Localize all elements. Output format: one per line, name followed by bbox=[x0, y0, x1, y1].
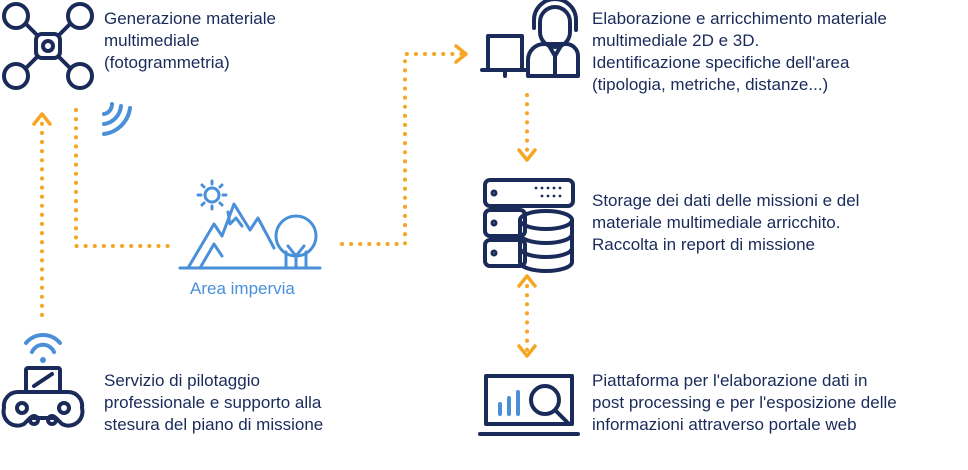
arrowhead-up-storage bbox=[517, 274, 537, 288]
storage-led-dots bbox=[534, 186, 562, 198]
pilot-description-line: stesura del piano di missione bbox=[104, 415, 324, 434]
remote-controller-icon bbox=[1, 366, 85, 428]
drone-icon bbox=[2, 2, 94, 90]
pilot-signal-dot bbox=[40, 357, 46, 363]
database-storage-icon bbox=[483, 178, 575, 273]
analytics-platform-icon bbox=[478, 374, 580, 436]
drone-description-line: multimediale bbox=[104, 31, 200, 50]
platform-description: Piattaforma per l'elaborazione dati in p… bbox=[592, 370, 897, 436]
mountain-area-icon bbox=[178, 179, 322, 270]
platform-description-line: informazioni attraverso portale web bbox=[592, 415, 857, 434]
pilot-description-line: Servizio di pilotaggio bbox=[104, 371, 260, 390]
platform-description-line: Piattaforma per l'elaborazione dati in bbox=[592, 371, 868, 390]
operator-icon bbox=[480, 0, 580, 78]
storage-description-line: Raccolta in report di missione bbox=[592, 235, 815, 254]
drone-description-line: Generazione materiale bbox=[104, 9, 276, 28]
drone-description: Generazione materiale multimediale (foto… bbox=[104, 8, 276, 74]
operator-description-line: multimediale 2D e 3D. bbox=[592, 31, 760, 50]
storage-description: Storage dei dati delle missioni e del ma… bbox=[592, 190, 859, 256]
area-label: Area impervia bbox=[190, 279, 295, 298]
operator-description: Elaborazione e arricchimento materiale m… bbox=[592, 8, 887, 96]
arrowhead-down-storage bbox=[517, 148, 537, 162]
pilot-description-line: professionale e supporto alla bbox=[104, 393, 322, 412]
operator-description-line: Elaborazione e arricchimento materiale bbox=[592, 9, 887, 28]
arrowhead-down-platform bbox=[517, 344, 537, 358]
arrowhead-right-operator bbox=[454, 44, 468, 64]
storage-description-line: Storage dei dati delle missioni e del bbox=[592, 191, 860, 210]
operator-description-line: Identificazione specifiche dell'area bbox=[592, 53, 850, 72]
pilot-description: Servizio di pilotaggio professionale e s… bbox=[104, 370, 323, 436]
operator-description-line: (tipologia, metriche, distanze...) bbox=[592, 75, 829, 94]
pilot-signal-icon bbox=[24, 332, 62, 354]
drone-signal-icon bbox=[102, 102, 132, 136]
connector-drone-to-area bbox=[74, 108, 172, 248]
platform-description-line: post processing e per l'esposizione dell… bbox=[592, 393, 897, 412]
storage-description-line: materiale multimediale arricchito. bbox=[592, 213, 841, 232]
arrowhead-up-drone bbox=[32, 112, 52, 126]
connector-area-to-operator bbox=[340, 52, 464, 246]
platform-bar-chart bbox=[498, 390, 520, 416]
drone-description-line: (fotogrammetria) bbox=[104, 53, 230, 72]
